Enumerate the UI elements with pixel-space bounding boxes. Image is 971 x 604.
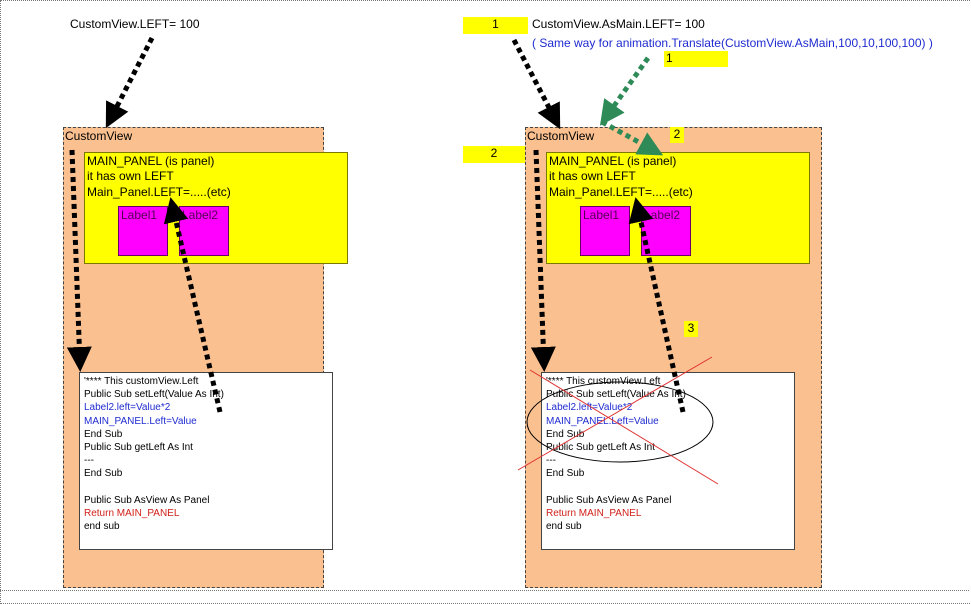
- code-line: Return MAIN_PANEL: [546, 508, 642, 520]
- tag-3: 3: [684, 321, 698, 337]
- arrow-right-caption-to-panel: [511, 38, 561, 130]
- left-main-line1: MAIN_PANEL (is panel): [87, 154, 215, 168]
- tag-2-panel: 2: [670, 127, 684, 143]
- left-code-box: '**** This customView.Left Public Sub se…: [79, 372, 333, 550]
- cross-line-2: [529, 369, 719, 485]
- right-main-line2: it has own LEFT: [549, 169, 636, 183]
- right-main-line3: Main_Panel.LEFT=.....(etc): [549, 185, 693, 199]
- left-panel-title: CustomView: [65, 129, 133, 143]
- code-line: end sub: [84, 521, 120, 533]
- code-line: '**** This customView.Left: [84, 376, 199, 387]
- code-line: Public Sub getLeft As Int: [546, 442, 655, 454]
- code-line: End Sub: [84, 468, 123, 480]
- highlight-ellipse: [526, 381, 714, 463]
- code-line: Public Sub AsView As Panel: [84, 494, 210, 506]
- page-break-line: [0, 590, 969, 591]
- code-line: end sub: [546, 521, 582, 533]
- left-label1: Label1: [118, 206, 168, 256]
- code-line: Public Sub setLeft(Value As Int): [84, 389, 224, 401]
- code-line: Label2.left=Value*2: [84, 402, 171, 414]
- right-code-box: '**** This customView.Left Public Sub se…: [541, 372, 795, 550]
- code-line: Return MAIN_PANEL: [84, 508, 180, 520]
- code-line: End Sub: [84, 428, 123, 440]
- arrow-green-to-panel: [599, 56, 651, 126]
- code-line: MAIN_PANEL.Left=Value: [84, 415, 197, 427]
- arrow-right-code-to-label2: [628, 197, 686, 413]
- cross-line-1: [517, 356, 713, 471]
- code-line: '**** This customView.Left: [546, 376, 661, 387]
- right-caption: CustomView.AsMain.LEFT= 100: [532, 17, 705, 31]
- arrow-left-code-to-label2: [163, 197, 223, 413]
- right-main-line1: MAIN_PANEL (is panel): [549, 154, 677, 168]
- right-panel-title: CustomView: [527, 129, 595, 143]
- right-label1: Label1: [580, 206, 630, 256]
- code-line: ---: [84, 455, 94, 467]
- code-line: Label2.left=Value*2: [546, 402, 633, 414]
- left-caption: CustomView.LEFT= 100: [70, 17, 200, 31]
- code-line: ---: [546, 455, 556, 467]
- right-subcaption: ( Same way for animation.Translate(Custo…: [532, 36, 933, 50]
- arrow-left-caption-to-panel: [105, 36, 155, 129]
- code-line: Public Sub getLeft As Int: [84, 442, 193, 454]
- code-line: End Sub: [546, 468, 585, 480]
- code-line: Public Sub setLeft(Value As Int): [546, 389, 686, 401]
- tag-2-left: 2: [463, 146, 525, 163]
- left-main-line2: it has own LEFT: [87, 169, 174, 183]
- arrow-right-panel-to-code: [530, 149, 556, 372]
- tag-1-animation: 1: [664, 51, 728, 67]
- left-main-line3: Main_Panel.LEFT=.....(etc): [87, 185, 231, 199]
- code-line: End Sub: [546, 428, 585, 440]
- arrow-green-panel-to-mainpanel: [600, 119, 664, 156]
- arrow-left-panel-to-code: [66, 149, 92, 372]
- code-line: Public Sub AsView As Panel: [546, 494, 672, 506]
- tag-1-caption: 1: [463, 17, 528, 34]
